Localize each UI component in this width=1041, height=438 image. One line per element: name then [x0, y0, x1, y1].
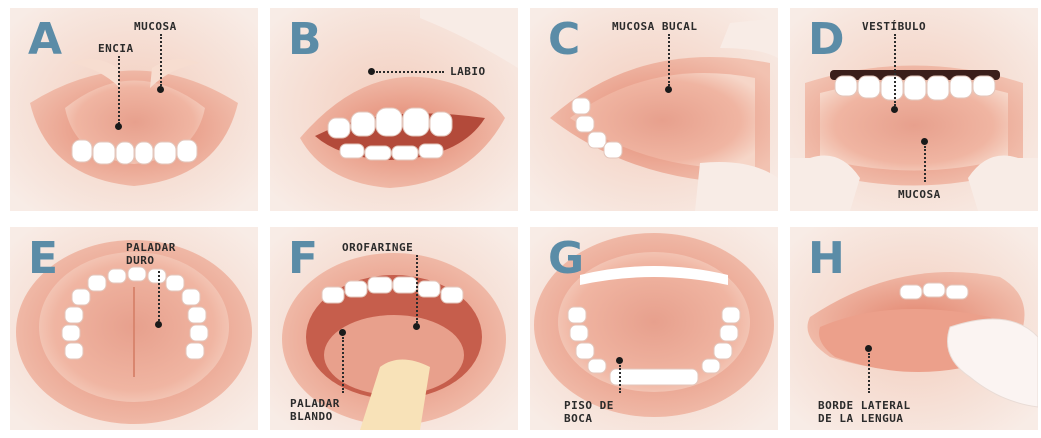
pointer-dot — [368, 68, 375, 75]
label-borde-lateral-de-la-lengua: BORDE LATERAL DE LA LENGUA — [818, 399, 928, 425]
panel-a: A MUCOSA ENCIA — [10, 8, 258, 211]
label-vestibulo: VESTÍBULO — [862, 20, 926, 33]
panel-g: G PISO DE BOCA — [530, 227, 778, 430]
panel-letter: D — [808, 18, 845, 62]
pointer-dot — [921, 138, 928, 145]
panel-letter: C — [548, 18, 580, 62]
pointer-line — [868, 353, 870, 393]
pointer-dot — [339, 329, 346, 336]
pointer-dot — [665, 86, 672, 93]
pointer-line — [894, 34, 896, 106]
label-labio: LABIO — [450, 65, 486, 78]
panel-letter: H — [808, 237, 845, 281]
label-mucosa: MUCOSA — [898, 188, 941, 201]
label-mucosa: MUCOSA — [134, 20, 177, 33]
pointer-dot — [157, 86, 164, 93]
pointer-line — [118, 56, 120, 124]
pointer-line — [416, 255, 418, 323]
panel-d: D VESTÍBULO MUCOSA — [790, 8, 1038, 211]
label-mucosa-bucal: MUCOSA BUCAL — [612, 20, 697, 33]
panel-b: B LABIO — [270, 8, 518, 211]
pointer-dot — [413, 323, 420, 330]
panel-letter: G — [548, 237, 584, 281]
pointer-line — [924, 146, 926, 182]
panel-letter: F — [288, 237, 318, 281]
label-piso-de-boca: PISO DE BOCA — [564, 399, 624, 425]
pointer-line — [160, 34, 162, 86]
panel-e: E PALADAR DURO — [10, 227, 258, 430]
pointer-line — [342, 337, 344, 393]
label-encia: ENCIA — [98, 42, 134, 55]
panel-c: C MUCOSA BUCAL — [530, 8, 778, 211]
label-paladar-blando: PALADAR BLANDO — [290, 397, 350, 423]
pointer-dot — [155, 321, 162, 328]
panel-letter: B — [288, 18, 322, 62]
panel-letter: A — [28, 18, 62, 62]
panel-letter: E — [28, 237, 58, 281]
panel-f: F OROFARINGE PALADAR BLANDO — [270, 227, 518, 430]
pointer-line — [668, 34, 670, 86]
pointer-line — [158, 271, 160, 321]
pointer-dot — [891, 106, 898, 113]
label-orofaringe: OROFARINGE — [342, 241, 413, 254]
label-paladar-duro: PALADAR DURO — [126, 241, 186, 267]
pointer-dot — [865, 345, 872, 352]
pointer-line — [376, 71, 444, 73]
pointer-line — [619, 365, 621, 393]
pointer-dot — [115, 123, 122, 130]
pointer-dot — [616, 357, 623, 364]
panel-h: H BORDE LATERAL DE LA LENGUA — [790, 227, 1038, 430]
